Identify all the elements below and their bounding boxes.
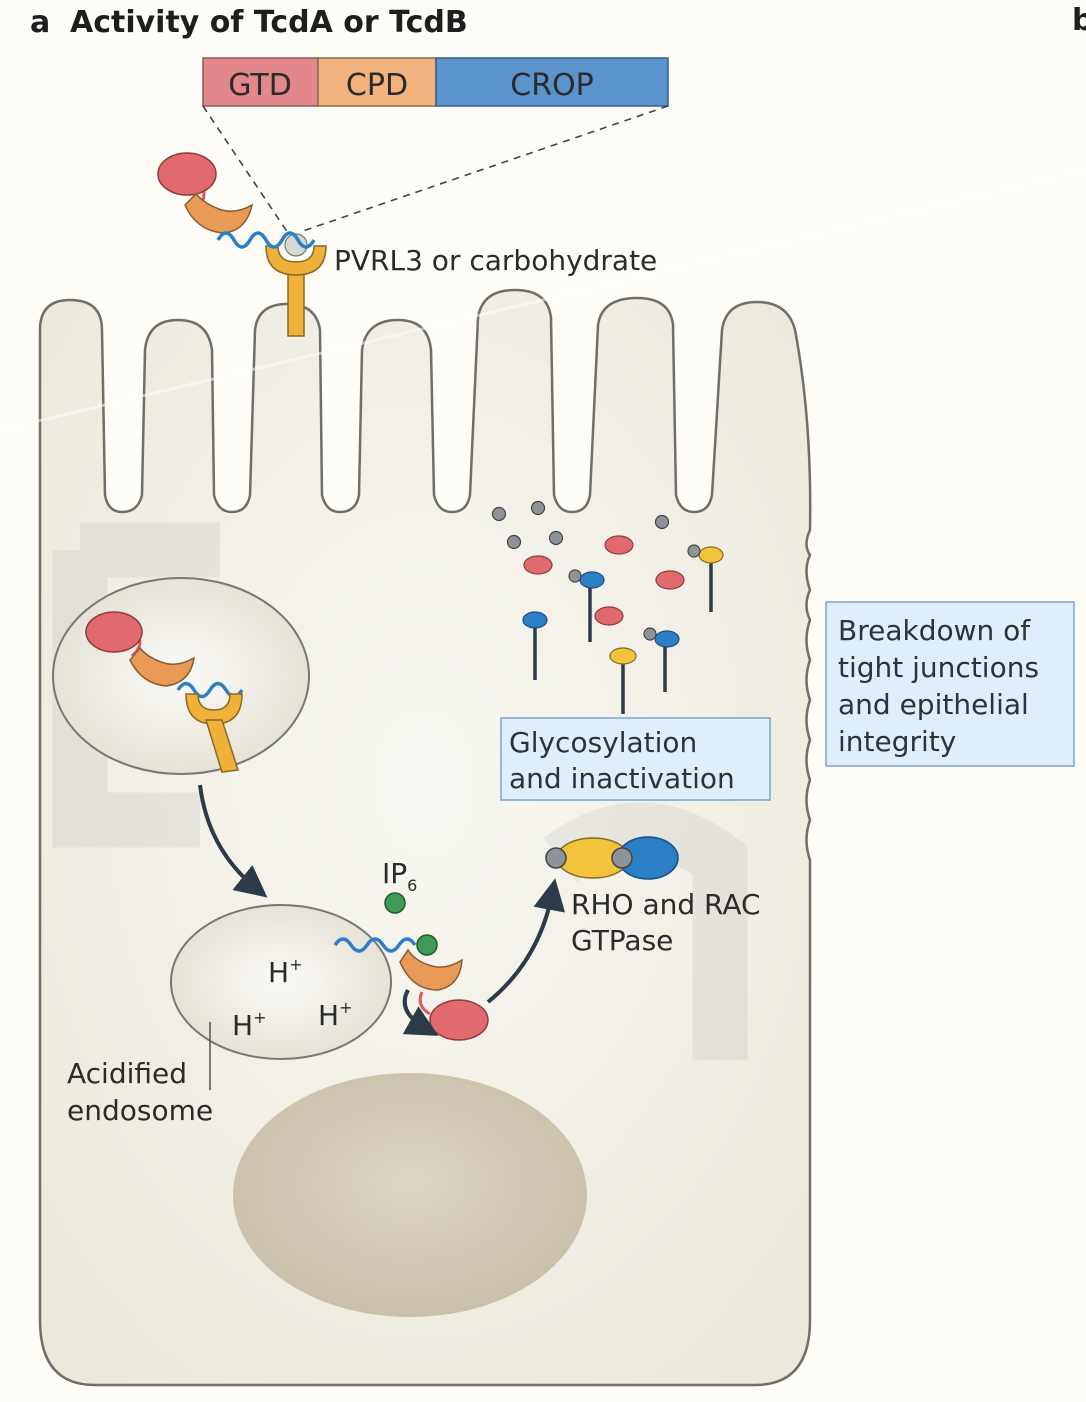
expansion-line-right <box>299 105 669 233</box>
gtd-label: GTD <box>228 68 292 103</box>
epithelial-cell <box>38 288 812 1387</box>
cpd-domain <box>317 57 437 107</box>
cpd-label: CPD <box>346 68 408 103</box>
proton-label-3: H+ <box>318 998 352 1032</box>
breakdown-label-line2: tight junctions <box>838 651 1039 684</box>
breakdown-box: Breakdown of tight junctions and epithel… <box>825 601 1075 767</box>
gtpase-arrow <box>486 878 566 1004</box>
expansion-line-left <box>202 105 291 237</box>
breakdown-label-line3: and epithelial <box>838 688 1029 721</box>
gtpase-label-line2: GTPase <box>571 924 673 957</box>
glycosylation-box: Glycosylation and inactivation <box>500 717 771 801</box>
cpd-shape <box>184 192 254 234</box>
crop-domain <box>435 57 669 107</box>
glare-line <box>0 168 1086 432</box>
carbohydrate-bead <box>284 233 308 257</box>
crop-label: CROP <box>510 68 594 103</box>
crop-wave <box>216 231 316 249</box>
proton-label-2: H+ <box>232 1008 266 1042</box>
glycosylation-cluster <box>491 500 724 714</box>
proton-label-1: H+ <box>268 955 302 989</box>
endosome-label-line2: endosome <box>67 1094 213 1127</box>
receptor-pvrl3 <box>265 233 327 337</box>
toxin-top <box>157 152 316 249</box>
gtd-domain <box>202 57 319 107</box>
nucleus <box>233 1073 587 1317</box>
receptor-label: PVRL3 or carbohydrate <box>334 244 657 277</box>
glycosylation-label-line2: and inactivation <box>509 762 735 795</box>
rho-rac-gtpase <box>545 836 679 880</box>
internalization-arrow <box>198 784 268 898</box>
breakdown-label-line1: Breakdown of <box>838 614 1031 647</box>
gtd-ellipse <box>157 152 217 196</box>
toxin-autoprocessing <box>333 934 489 1041</box>
endocytic-vesicle <box>52 577 310 775</box>
next-panel-letter: b <box>1072 3 1086 38</box>
glycosylation-label-line1: Glycosylation <box>509 726 697 759</box>
cleavage-arrow <box>402 989 439 1036</box>
breakdown-label-line4: integrity <box>838 725 956 758</box>
toxin-domain-bar: GTD CPD CROP <box>202 57 669 107</box>
panel-title: Activity of TcdA or TcdB <box>70 5 468 40</box>
panel-letter: a <box>30 5 50 40</box>
ip6-bead <box>384 892 406 914</box>
gtpase-label-line1: RHO and RAC <box>571 888 761 921</box>
ip6-label: IP6 <box>382 857 417 895</box>
endosome-label-line1: Acidified <box>67 1057 187 1090</box>
